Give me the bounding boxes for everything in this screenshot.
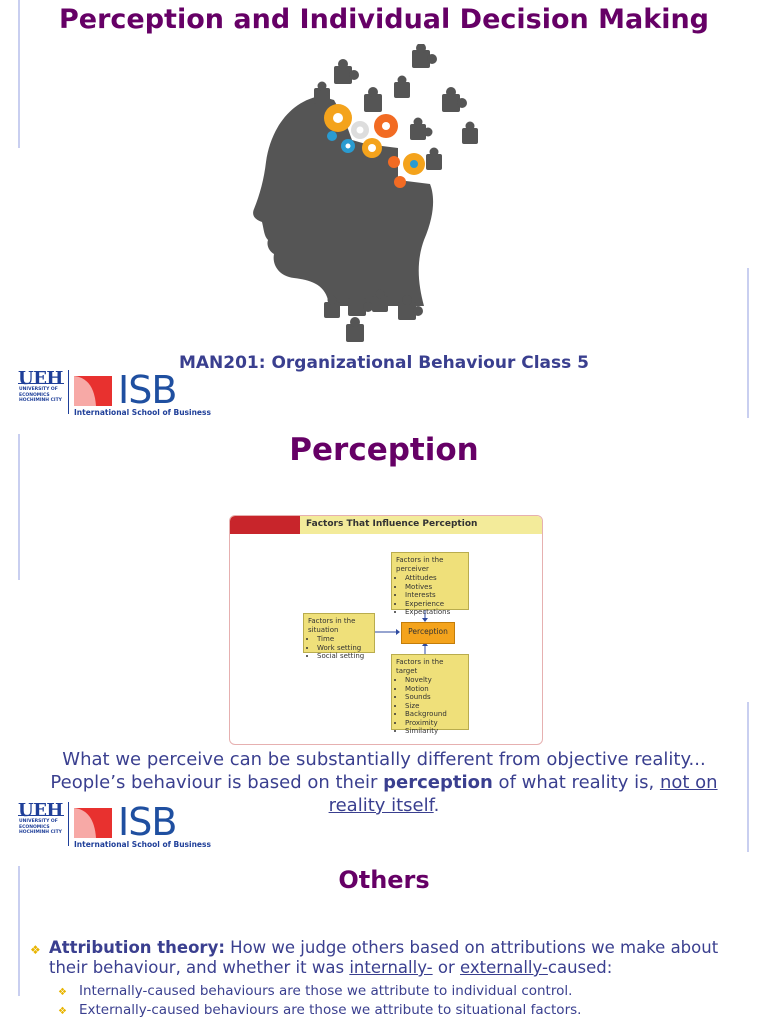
bold-run: perception	[383, 772, 493, 793]
text-run: or	[432, 958, 461, 977]
list-item: Work setting	[317, 644, 370, 653]
figure-arrows	[375, 610, 428, 654]
sub-bullet-text: Internally-caused behaviours are those w…	[79, 983, 573, 999]
list-item: Sounds	[405, 693, 464, 702]
bullet-diamond-icon: ❖	[58, 1006, 67, 1017]
isb-mark-icon	[74, 376, 112, 406]
ueh-caption: UNIVERSITY OF ECONOMICS HOCHIMINH CITY	[19, 387, 62, 403]
list-item: Social setting	[317, 652, 370, 661]
situation-list: Time Work setting Social setting	[308, 635, 370, 661]
slide-3-title: Others	[338, 866, 430, 894]
ueh-isb-logo-2: UEH UNIVERSITY OF ECONOMICS HOCHIMINH CI…	[18, 800, 211, 852]
slide-1: Perception and Individual Decision Makin…	[0, 0, 768, 425]
slide-3-left-rule	[18, 866, 20, 996]
factors-perceiver-box: Factors in the perceiver Attitudes Motiv…	[391, 552, 469, 616]
perceiver-list: Attitudes Motives Interests Experience E…	[396, 574, 464, 617]
bold-run: Attribution theory:	[49, 938, 225, 957]
isb-wordmark: ISB	[118, 368, 177, 412]
list-item: Proximity	[405, 719, 464, 728]
logo-divider	[68, 802, 69, 846]
ueh-underline	[18, 383, 64, 384]
ueh-wordmark: UEH	[18, 800, 63, 821]
figure-header-text: Factors That Influence Perception	[306, 519, 478, 529]
list-item: Attitudes	[405, 574, 464, 583]
slide-2: Perception	[0, 430, 768, 855]
slide-2-right-rule	[747, 702, 749, 852]
list-item: Interests	[405, 591, 464, 600]
head-puzzle-gears-illustration	[253, 44, 478, 342]
target-list: Novelty Motion Sounds Size Background Pr…	[396, 676, 464, 736]
list-item: Background	[405, 710, 464, 719]
figure-header: Factors That Influence Perception	[230, 516, 542, 534]
isb-mark-icon	[74, 808, 112, 838]
sub-bullet-text: Externally-caused behaviours are those w…	[79, 1002, 582, 1018]
attribution-text: Attribution theory: How we judge others …	[30, 938, 730, 978]
text-run: caused:	[547, 958, 613, 977]
list-item: Similarity	[405, 727, 464, 736]
underline-run: internally-	[349, 958, 433, 977]
list-item: Time	[317, 635, 370, 644]
underline-run: not on reality itself	[328, 772, 718, 816]
bullet-diamond-icon: ❖	[30, 943, 41, 957]
sub-bullet-external: ❖ Externally-caused behaviours are those…	[58, 1002, 738, 1019]
list-item: Size	[405, 702, 464, 711]
text-run: of what reality is,	[492, 772, 660, 793]
attribution-bullet: ❖ Attribution theory: How we judge other…	[30, 938, 730, 978]
ueh-caption: UNIVERSITY OF ECONOMICS HOCHIMINH CITY	[19, 819, 62, 835]
list-item: Experience	[405, 600, 464, 609]
list-item: Novelty	[405, 676, 464, 685]
slide-1-left-rule	[18, 0, 20, 148]
text-run: How we judge others based on attribution…	[49, 938, 719, 977]
ueh-wordmark: UEH	[18, 368, 63, 389]
sub-bullet-internal: ❖ Internally-caused behaviours are those…	[58, 983, 738, 1000]
ueh-isb-logo: UEH UNIVERSITY OF ECONOMICS HOCHIMINH CI…	[18, 368, 211, 420]
isb-caption: International School of Business	[74, 408, 211, 417]
text-run: .	[433, 795, 440, 816]
slide-1-title: Perception and Individual Decision Makin…	[58, 4, 710, 35]
slide-2-title: Perception	[289, 432, 479, 468]
perception-center-box: Perception	[401, 622, 455, 644]
slide-3: Others ❖ Attribution theory: How we judg…	[0, 860, 768, 1024]
list-item: Motives	[405, 583, 464, 592]
logo-divider	[68, 370, 69, 414]
perception-line-2: People’s behaviour is based on their per…	[20, 771, 748, 817]
factors-situation-box: Factors in the situation Time Work setti…	[303, 613, 375, 660]
bullet-diamond-icon: ❖	[58, 987, 67, 998]
isb-caption: International School of Business	[74, 840, 211, 849]
list-item: Motion	[405, 685, 464, 694]
target-title: Factors in the target	[396, 658, 444, 675]
situation-title: Factors in the situation	[308, 617, 356, 634]
slide-1-right-rule	[747, 268, 749, 418]
course-subtitle: MAN201: Organizational Behaviour Class 5	[178, 353, 590, 373]
isb-wordmark: ISB	[118, 800, 177, 844]
perception-factors-figure: Factors That Influence Perception Factor…	[229, 515, 543, 745]
slide-2-left-rule	[18, 434, 20, 580]
perceiver-title: Factors in the perceiver	[396, 556, 444, 573]
list-item: Expectations	[405, 608, 464, 617]
perception-line-1: What we perceive can be substantially di…	[62, 749, 706, 770]
ueh-underline	[18, 815, 64, 816]
factors-target-box: Factors in the target Novelty Motion Sou…	[391, 654, 469, 735]
underline-run: externally-	[460, 958, 548, 977]
text-run: People’s behaviour is based on their	[50, 772, 384, 793]
figure-header-tab	[230, 516, 300, 534]
perception-explanation: What we perceive can be substantially di…	[20, 748, 748, 817]
